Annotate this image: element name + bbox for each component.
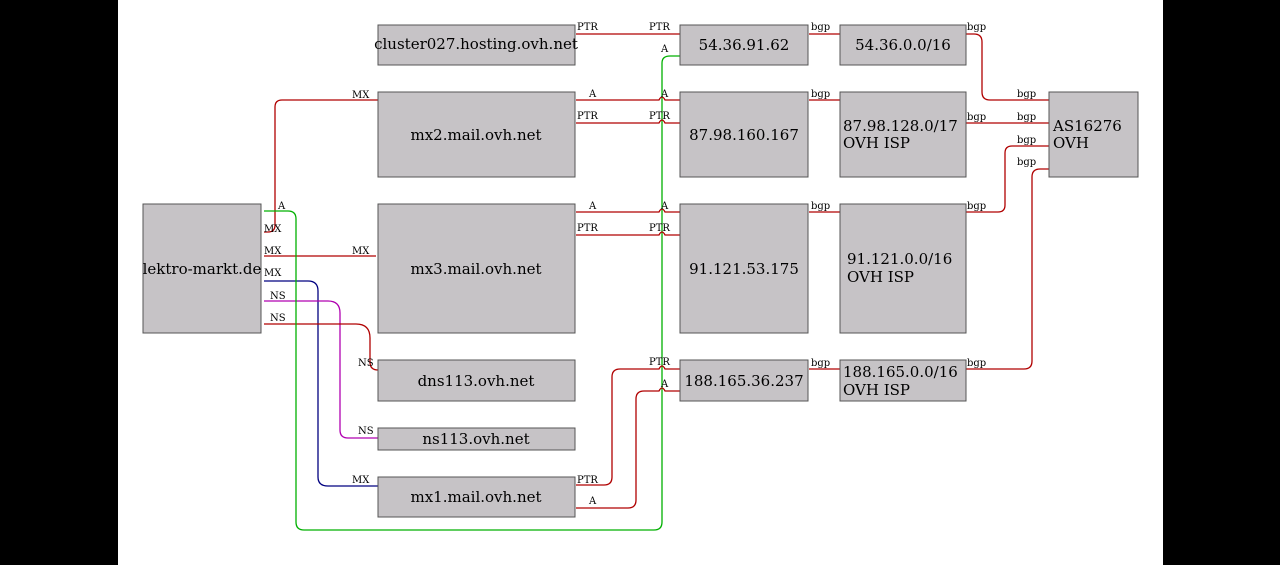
label-mx-lektro-1: MX (264, 224, 282, 235)
edges-layer (264, 33, 1049, 531)
label-bgp-ip188: bgp (811, 358, 830, 369)
label-ns-dns113: NS (358, 358, 374, 369)
node-mx2[interactable]: mx2.mail.ovh.net (377, 91, 576, 178)
label-bgp-as-1: bgp (1017, 89, 1036, 100)
label-a-mx1: A (588, 496, 597, 507)
label-a-mx2: A (588, 89, 597, 100)
node-ip-188[interactable]: 188.165.36.237 (679, 359, 809, 402)
node-net-54[interactable]: 54.36.0.0/16 (839, 24, 967, 66)
label-bgp-ip54: bgp (811, 22, 830, 33)
dns-graph: MX A MX MX MX MX NS NS NS NS MX PTR PTR … (142, 22, 1139, 531)
label-a-mx3: A (588, 201, 597, 212)
edge-lektro-ip54 (264, 55, 680, 531)
label-bgp-as-2: bgp (1017, 112, 1036, 123)
edge-mx1-ip188-a (576, 387, 680, 509)
edge-net91-as (966, 145, 1049, 213)
edge-lektro-mx2 (264, 99, 378, 233)
edge-lektro-mx1 (264, 280, 378, 487)
diagram-canvas: MX A MX MX MX MX NS NS NS NS MX PTR PTR … (118, 0, 1163, 565)
label-bgp-net54: bgp (967, 22, 986, 33)
node-mx1[interactable]: mx1.mail.ovh.net (377, 476, 576, 518)
node-as16276[interactable]: AS16276 OVH (1048, 91, 1139, 178)
node-dns113[interactable]: dns113.ovh.net (377, 359, 576, 402)
label-ptr-ip87: PTR (649, 111, 670, 122)
node-lektro-markt[interactable]: lektro-markt.de (142, 203, 262, 334)
edge-mx3-ip91-a (576, 208, 680, 213)
label-ns-lektro-2: NS (270, 313, 286, 324)
node-label: dns113.ovh.net (418, 372, 535, 390)
node-mx3[interactable]: mx3.mail.ovh.net (377, 203, 576, 334)
node-label: mx2.mail.ovh.net (410, 126, 541, 144)
label-a-ip188: A (660, 379, 669, 390)
label-ptr-mx2: PTR (577, 111, 598, 122)
node-label: 54.36.91.62 (699, 36, 790, 54)
node-label-line-1: AS16276 (1052, 117, 1122, 135)
node-label-line-1: 188.165.0.0/16 (843, 363, 958, 381)
label-a-lektro: A (277, 201, 286, 212)
node-ip-87[interactable]: 87.98.160.167 (679, 91, 809, 178)
label-ns-lektro-1: NS (270, 291, 286, 302)
node-label: 54.36.0.0/16 (855, 36, 951, 54)
label-mx-mx1: MX (352, 475, 370, 486)
node-label: 87.98.160.167 (689, 126, 799, 144)
label-ptr-cluster-dst: PTR (649, 22, 670, 33)
label-ptr-mx1: PTR (577, 475, 598, 486)
node-ip-91[interactable]: 91.121.53.175 (679, 203, 809, 334)
node-label-line-2: OVH (1053, 134, 1089, 152)
node-label: mx1.mail.ovh.net (410, 488, 541, 506)
label-bgp-net91: bgp (967, 201, 986, 212)
edge-net188-as (966, 168, 1049, 370)
node-label: ns113.ovh.net (422, 430, 529, 448)
label-a-ip87: A (660, 89, 669, 100)
node-label: lektro-markt.de (143, 260, 262, 278)
label-mx-lektro-3: MX (264, 268, 282, 279)
label-a-ip54: A (660, 44, 669, 55)
node-net-188[interactable]: 188.165.0.0/16 OVH ISP (839, 359, 967, 402)
node-label-line-2: OVH ISP (843, 134, 910, 152)
label-bgp-as-3: bgp (1017, 135, 1036, 146)
label-mx-mx3: MX (352, 246, 370, 257)
node-net-91[interactable]: 91.121.0.0/16 OVH ISP (839, 203, 967, 334)
label-mx-mx2: MX (352, 90, 370, 101)
label-a-ip91: A (660, 201, 669, 212)
edge-mx3-ip91-ptr (576, 231, 680, 236)
node-label-line-1: 91.121.0.0/16 (847, 250, 952, 268)
node-cluster027[interactable]: cluster027.hosting.ovh.net (374, 24, 578, 66)
label-ptr-ip188: PTR (649, 357, 670, 368)
edge-labels-layer: MX A MX MX MX MX NS NS NS NS MX PTR PTR … (264, 22, 1036, 507)
label-bgp-ip87: bgp (811, 89, 830, 100)
label-bgp-net87: bgp (967, 112, 986, 123)
node-label: cluster027.hosting.ovh.net (374, 35, 578, 53)
node-ip-54[interactable]: 54.36.91.62 (679, 24, 809, 66)
label-bgp-net188: bgp (967, 358, 986, 369)
edge-mx2-ip87-ptr (576, 119, 680, 124)
node-label: mx3.mail.ovh.net (410, 260, 541, 278)
node-label-line-2: OVH ISP (847, 268, 914, 286)
label-bgp-ip91: bgp (811, 201, 830, 212)
label-ptr-ip91: PTR (649, 223, 670, 234)
label-ptr-mx3: PTR (577, 223, 598, 234)
label-ns-ns113: NS (358, 426, 374, 437)
node-label: 188.165.36.237 (684, 372, 803, 390)
node-net-87[interactable]: 87.98.128.0/17 OVH ISP (839, 91, 967, 178)
edge-lektro-dns113 (264, 323, 379, 371)
nodes-layer: lektro-markt.de cluster027.hosting.ovh.n… (142, 24, 1139, 518)
node-label-line-2: OVH ISP (843, 381, 910, 399)
node-ns113[interactable]: ns113.ovh.net (377, 427, 576, 451)
node-label: 91.121.53.175 (689, 260, 799, 278)
label-ptr-cluster-src: PTR (577, 22, 598, 33)
node-label-line-1: 87.98.128.0/17 (843, 117, 958, 135)
edge-lektro-ns113 (264, 300, 378, 439)
edge-net54-as (966, 33, 1049, 101)
edge-mx2-ip87-a (576, 96, 680, 101)
label-bgp-as-4: bgp (1017, 157, 1036, 168)
edge-mx1-ip188-ptr (576, 365, 680, 486)
label-mx-lektro-2: MX (264, 246, 282, 257)
